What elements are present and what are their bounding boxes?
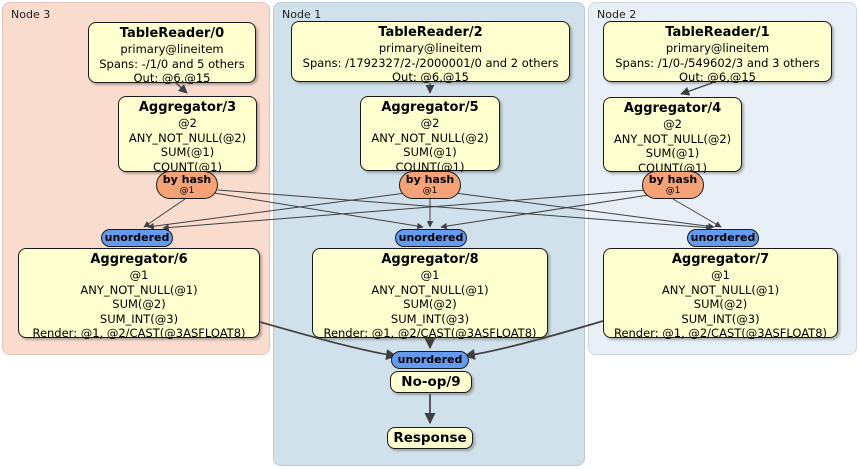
unordered-stream-oval: unordered (101, 229, 173, 247)
processor-detail-line: ANY_NOT_NULL(@1) (371, 282, 489, 297)
processor-title: Aggregator/6 (90, 252, 188, 267)
processor-detail-line: SUM(@1) (160, 145, 215, 159)
by-hash-column: @1 (665, 186, 681, 196)
processor-title: Aggregator/4 (623, 101, 722, 116)
processor-detail-line: @2 (420, 116, 440, 130)
processor-detail-line: SUM(@2) (403, 297, 457, 311)
processor-detail-line: @2 (178, 116, 197, 130)
processor-detail-line: Render: @1, @2/CAST(@3ASFLOAT8) (32, 326, 246, 340)
by-hash-column: @1 (422, 186, 438, 196)
processor-detail-line: SUM(@1) (645, 146, 700, 160)
processor-title: Aggregator/7 (671, 252, 770, 267)
processor-detail-line: @1 (129, 268, 149, 282)
by-hash-column: @1 (179, 186, 195, 196)
processor-detail-line: Out: @6,@15 (679, 70, 756, 84)
edge-hashM-unordR (454, 192, 715, 230)
processor-detail-line: SUM(@2) (693, 297, 748, 311)
edge-hashR-unordR (672, 198, 722, 228)
processor-detail-line: Out: @6,@15 (392, 70, 469, 84)
processor-title: TableReader/1 (665, 25, 770, 40)
edge-agg7-unordB (463, 320, 604, 360)
processor-detail-line: Spans: /1/0-/549602/3 and 3 others (615, 55, 820, 70)
processor-detail-line: Out: @6,@15 (133, 71, 211, 85)
processor-detail-line: ANY_NOT_NULL(@1) (661, 282, 780, 297)
processor-title: No-op/9 (401, 374, 461, 390)
processor-detail-line: @1 (420, 268, 440, 282)
response-node: Response (387, 427, 473, 449)
processor-detail-line: Render: @1, @2/CAST(@3ASFLOAT8) (613, 326, 828, 340)
processor-title: Response (393, 430, 467, 446)
processor-detail-line: Render: @1, @2/CAST(@3ASFLOAT8) (323, 326, 537, 340)
by-hash-label: by hash (648, 173, 698, 186)
processor-detail-line: primary@lineitem (378, 41, 483, 55)
edge-hashR-unordL (162, 189, 647, 231)
by-hash-router-oval: by hash @1 (642, 171, 704, 199)
processor-detail-line: COUNT(@1) (395, 159, 465, 174)
edge-agg6-unordB (259, 321, 398, 361)
processor-detail-line: @2 (663, 117, 682, 131)
processor-detail-line: COUNT(@1) (153, 159, 222, 174)
processor-detail-line: Spans: /1792327/2-/2000001/0 and 2 other… (302, 55, 559, 70)
processor-detail-line: ANY_NOT_NULL(@2) (371, 130, 489, 145)
by-hash-router-oval: by hash @1 (156, 171, 218, 199)
processor-title: Aggregator/5 (381, 100, 479, 115)
processor-title: Aggregator/3 (138, 100, 237, 115)
processor-detail-line: SUM_INT(@3) (681, 311, 760, 326)
processor-detail-line: SUM_INT(@3) (390, 311, 470, 326)
processor-detail-line: ANY_NOT_NULL(@2) (613, 131, 732, 146)
processor-title: Aggregator/8 (381, 252, 479, 267)
processor-title: TableReader/0 (119, 26, 225, 41)
processor-detail-line: primary@lineitem (120, 42, 224, 56)
by-hash-label: by hash (405, 173, 455, 186)
edge-hashL-unordL (143, 198, 186, 228)
processor-noop-9: No-op/9 (390, 371, 472, 393)
processor-detail-line: primary@lineitem (665, 41, 770, 55)
processor-detail-line: SUM(@1) (403, 145, 457, 159)
edge-tr1-agg4 (680, 82, 713, 96)
processor-detail-line: ANY_NOT_NULL(@2) (128, 130, 247, 145)
node1-panel-label: Node 1 (282, 8, 322, 21)
processor-detail-line: SUM_INT(@3) (99, 311, 179, 326)
processor-detail-line: SUM(@2) (112, 297, 166, 311)
node2-panel-label: Node 2 (597, 8, 637, 21)
processor-detail-line: Spans: -/1/0 and 5 others (99, 56, 245, 71)
edge-hashL-unordR (217, 189, 713, 231)
unordered-stream-oval: unordered (395, 229, 467, 247)
node3-panel-label: Node 3 (11, 8, 51, 21)
edge-hashR-unordM (440, 194, 650, 230)
processor-title: TableReader/2 (378, 25, 483, 40)
processor-detail-line: @1 (711, 268, 730, 282)
edge-hashM-unordL (147, 192, 407, 230)
edge-tr0-agg3 (175, 82, 188, 94)
unordered-stream-oval: unordered (391, 351, 469, 369)
edge-hashL-unordM (213, 192, 424, 230)
by-hash-router-oval: by hash @1 (399, 171, 461, 199)
processor-detail-line: ANY_NOT_NULL(@1) (80, 282, 198, 297)
by-hash-label: by hash (162, 173, 212, 186)
unordered-stream-oval: unordered (687, 229, 759, 247)
